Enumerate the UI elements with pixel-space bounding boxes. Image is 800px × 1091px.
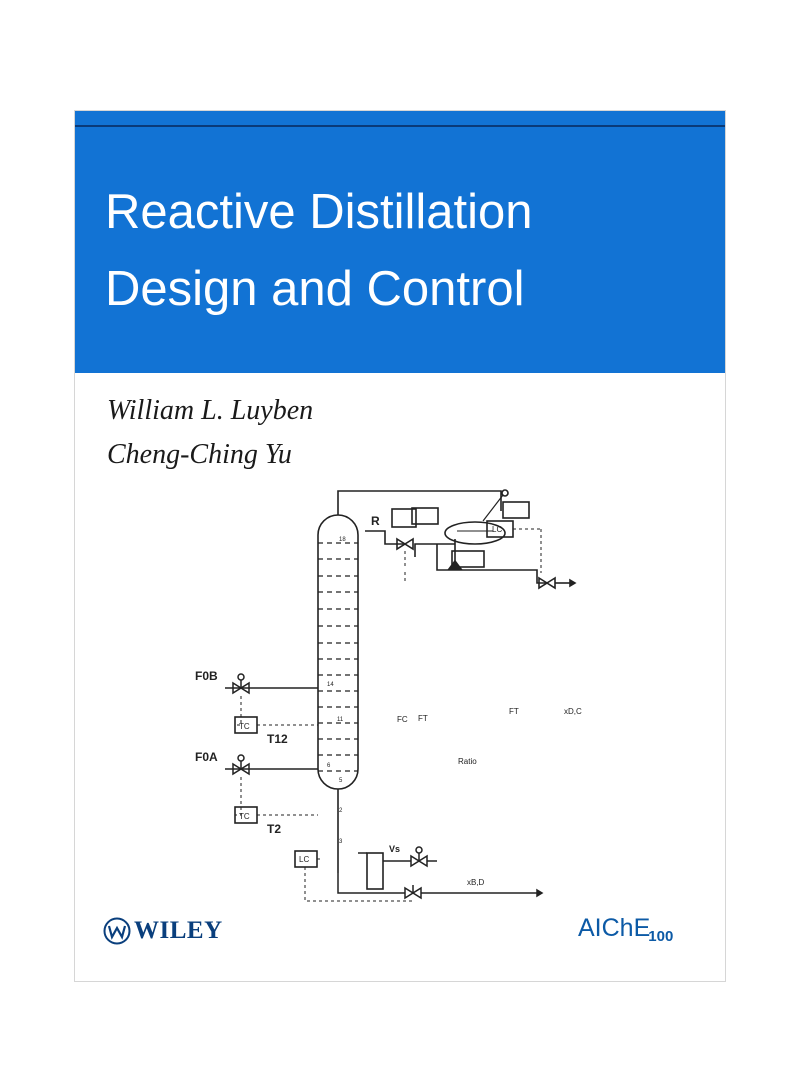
label-vapor: Vs — [389, 844, 400, 854]
distillation-column — [317, 514, 359, 790]
tray-number-2: 2 — [339, 808, 343, 814]
label-ft-2: FT — [509, 707, 519, 716]
tray-number-3: 3 — [339, 839, 343, 845]
book-cover: Reactive Distillation Design and Control… — [74, 110, 726, 982]
publisher-name: WILEY — [134, 917, 223, 944]
title-line-1: Reactive Distillation — [105, 185, 533, 239]
author-2: Cheng-Ching Yu — [107, 439, 292, 470]
label-tc-top: TC — [239, 722, 250, 731]
label-lc-top: LC — [492, 525, 502, 534]
banner-rule — [75, 125, 725, 127]
tray-number-18: 18 — [339, 537, 346, 543]
label-t2: T2 — [267, 822, 281, 836]
label-ft-1: FT — [418, 714, 428, 723]
label-t12: T12 — [267, 732, 288, 746]
tray-number-14: 14 — [327, 682, 334, 688]
author-1: William L. Luyben — [107, 395, 314, 426]
reflux-drum — [444, 521, 506, 545]
wiley-logo-icon — [103, 917, 131, 945]
label-feed-a: F0A — [195, 750, 218, 764]
label-reflux: R — [371, 514, 380, 528]
tray-number-11: 11 — [337, 717, 344, 723]
label-feed-b: F0B — [195, 669, 218, 683]
tray-number-5: 5 — [339, 778, 343, 784]
publisher-logo: WILEY — [103, 917, 223, 945]
society-logo: AIChE100 — [578, 914, 674, 945]
society-name: AIChE — [578, 914, 651, 942]
label-bottoms: xB,D — [467, 878, 485, 887]
process-diagram: F0B F0A R T12 T2 Vs xD,C xB,D LC TC TC L… — [195, 489, 582, 902]
title-line-2: Design and Control — [105, 262, 525, 316]
label-ratio: Ratio — [458, 757, 477, 766]
title-banner: Reactive Distillation Design and Control — [75, 111, 725, 373]
tray-number-6: 6 — [327, 763, 331, 769]
label-tc-bottom: TC — [239, 812, 250, 821]
society-number: 100 — [648, 928, 674, 945]
label-lc-bottom: LC — [299, 855, 309, 864]
label-fc: FC — [397, 715, 408, 724]
label-distillate: xD,C — [564, 707, 582, 716]
